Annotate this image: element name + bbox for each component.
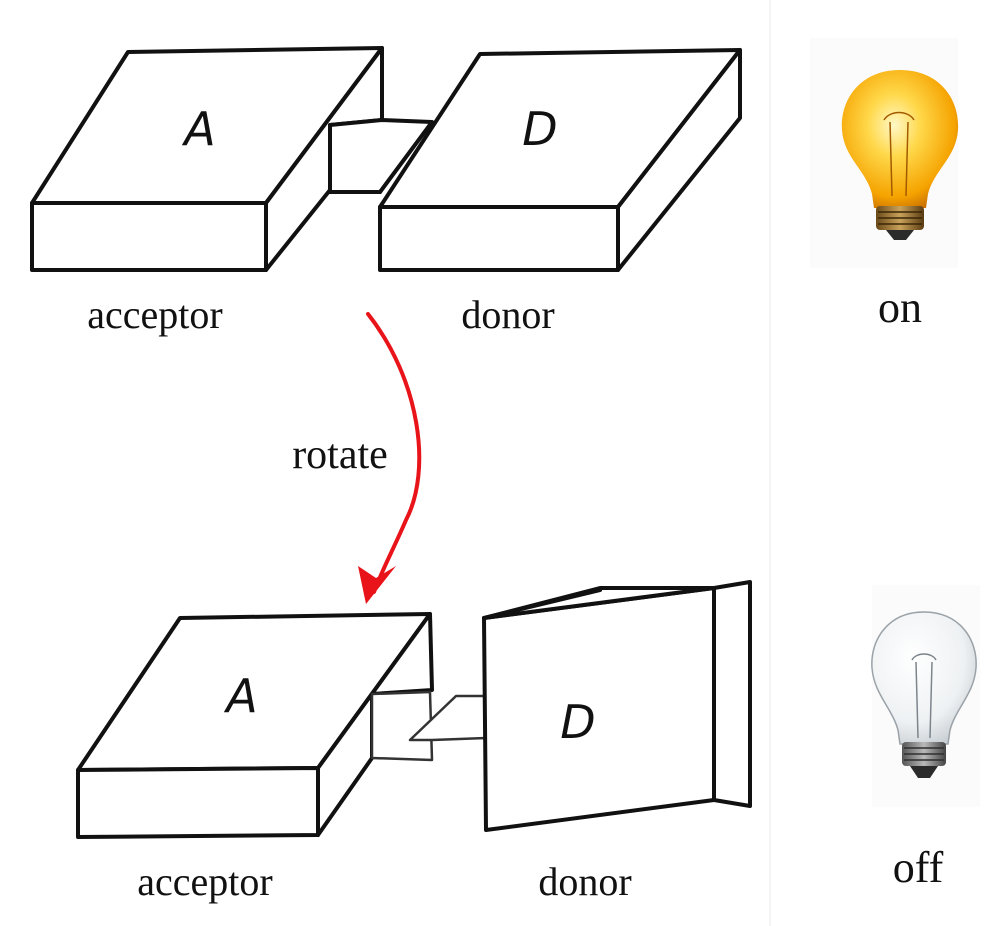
bottom-acceptor-letter: A bbox=[223, 669, 257, 723]
top-donor-label: donor bbox=[461, 292, 554, 337]
top-acceptor-letter: A bbox=[181, 102, 215, 156]
top-donor-letter: D bbox=[522, 102, 557, 156]
bottom-linker bbox=[370, 690, 488, 762]
unlit-bulb-icon bbox=[871, 585, 980, 807]
top-acceptor-label: acceptor bbox=[87, 292, 222, 337]
rotate-arrow bbox=[366, 312, 422, 594]
bottom-donor-label: donor bbox=[538, 859, 631, 904]
rotate-label: rotate bbox=[292, 432, 388, 478]
top-acceptor-block bbox=[30, 46, 384, 272]
off-label: off bbox=[893, 843, 944, 892]
bottom-acceptor-block bbox=[76, 612, 434, 839]
bottom-donor-block bbox=[482, 580, 752, 832]
bottom-acceptor-label: acceptor bbox=[137, 859, 272, 904]
rotate-arrowhead-icon bbox=[358, 566, 396, 604]
on-label: on bbox=[878, 283, 922, 332]
top-linker bbox=[328, 118, 434, 194]
top-donor-block bbox=[378, 48, 742, 272]
lit-bulb-icon bbox=[810, 38, 959, 268]
bottom-donor-letter: D bbox=[560, 695, 595, 749]
